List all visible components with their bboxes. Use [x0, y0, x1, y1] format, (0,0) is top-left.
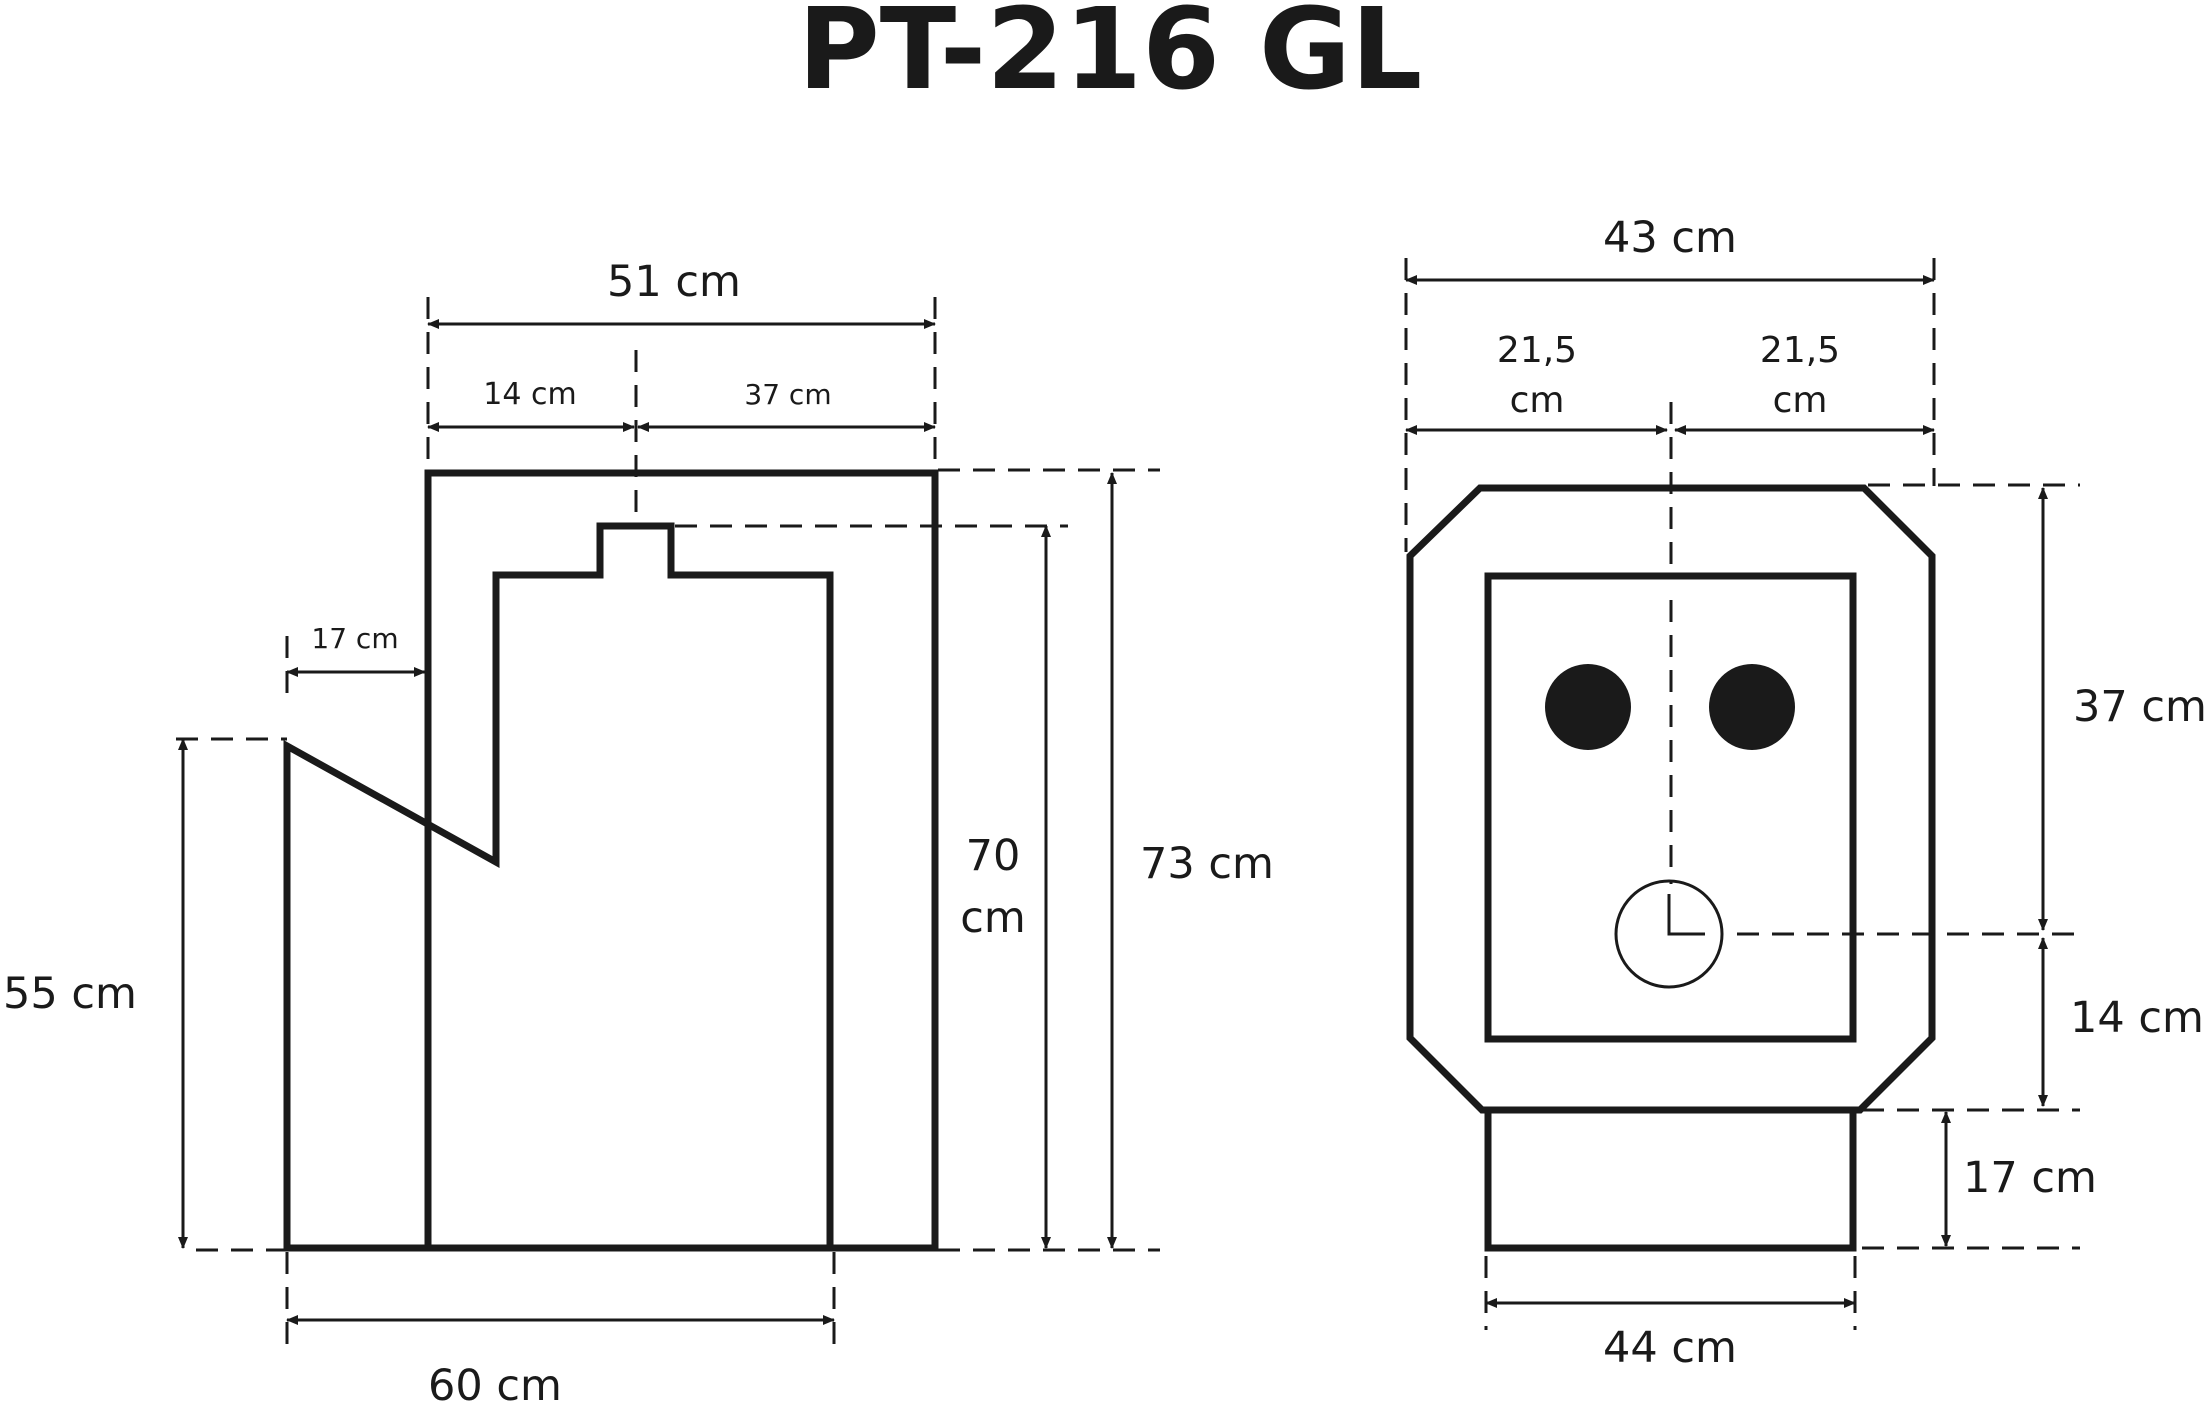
front-base: [1484, 1110, 1857, 1252]
dim-51-label: 51 cm: [607, 257, 741, 307]
dim-44-label: 44 cm: [1603, 1323, 1737, 1373]
dim-21-left-label-line1: 21,5: [1497, 330, 1577, 371]
side-body-outline: [424, 469, 939, 1252]
dim-60-label: 60 cm: [428, 1361, 562, 1411]
dim-21-right-label-line1: 21,5: [1760, 330, 1840, 371]
dim-17-base-label: 17 cm: [1963, 1153, 2097, 1203]
timer-dial-hands: [1667, 894, 1705, 936]
dim-21-left-label-line2: cm: [1510, 380, 1565, 421]
dim-37-right-label: 37 cm: [2073, 682, 2207, 732]
product-title: PT-216 GL: [798, 0, 1423, 115]
dim-14-label: 14 cm: [483, 377, 576, 412]
dim-70-label-line2: cm: [960, 893, 1026, 943]
front-view: 43 cm 21,5 cm 21,5 cm 37 cm 14 cm 17 cm …: [1404, 213, 2207, 1373]
dim-14-right-label: 14 cm: [2070, 993, 2204, 1043]
dim-21-right-label-line2: cm: [1773, 380, 1828, 421]
dim-55-label: 55 cm: [3, 969, 137, 1019]
front-door-panel: [1484, 572, 1857, 1043]
side-view: 51 cm 14 cm 37 cm 17 cm 55 cm 70 cm 73 c…: [3, 257, 1274, 1411]
side-inner-tank: [283, 522, 834, 1252]
front-octagon-outline: [1406, 484, 1936, 1114]
knob-left-icon: [1545, 664, 1631, 750]
dim-37-top-label: 37 cm: [744, 378, 831, 411]
knob-right-icon: [1709, 664, 1795, 750]
timer-dial-icon: [1614, 879, 1724, 989]
dim-73-label: 73 cm: [1140, 839, 1274, 889]
dim-70-label-line1: 70: [966, 831, 1021, 881]
dim-43-label: 43 cm: [1603, 213, 1737, 263]
dim-17-step-label: 17 cm: [311, 622, 398, 655]
